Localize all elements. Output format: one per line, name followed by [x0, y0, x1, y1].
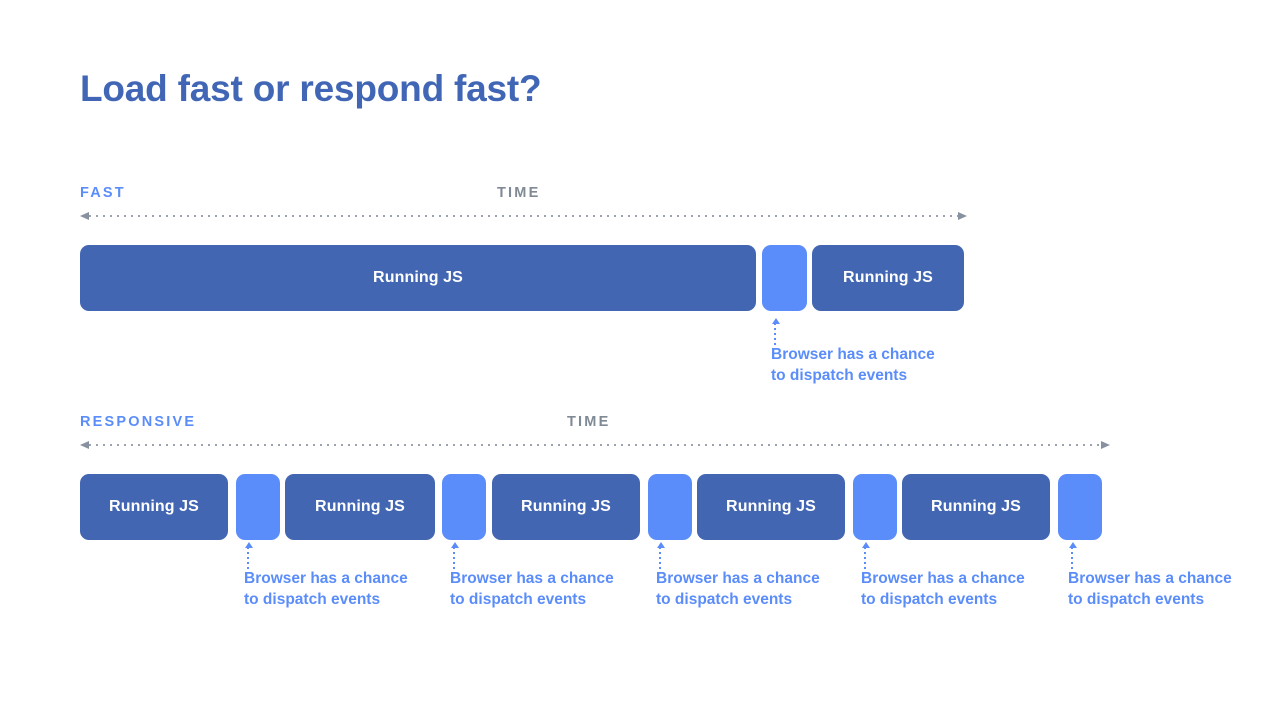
- axis-dotted-line: [89, 215, 958, 217]
- timeline-block-running-js[interactable]: Running JS: [80, 474, 228, 540]
- callout-leader-arrow-icon: [244, 542, 253, 569]
- axis-arrow-right-icon: [958, 212, 967, 220]
- timeline-block-gap[interactable]: [853, 474, 897, 540]
- callout-leader-arrow-icon: [861, 542, 870, 569]
- timeline-block-running-js[interactable]: Running JS: [285, 474, 435, 540]
- callout-text: Browser has a chance to dispatch events: [656, 570, 820, 608]
- callout-text: Browser has a chance to dispatch events: [861, 570, 1025, 608]
- callout-text: Browser has a chance to dispatch events: [771, 346, 935, 384]
- time-axis-fast: [80, 212, 967, 221]
- axis-arrow-left-icon: [80, 212, 89, 220]
- section-time-label-fast: TIME: [497, 185, 541, 201]
- callout-leader-arrow-icon: [1068, 542, 1077, 569]
- timeline-block-running-js[interactable]: Running JS: [492, 474, 640, 540]
- axis-arrow-left-icon: [80, 441, 89, 449]
- page-title: Load fast or respond fast?: [80, 68, 542, 109]
- section-time-label-responsive: TIME: [567, 414, 611, 430]
- section-state-label-fast: FAST: [80, 185, 126, 201]
- timeline-block-gap[interactable]: [1058, 474, 1102, 540]
- timeline-block-running-js[interactable]: Running JS: [812, 245, 964, 311]
- timeline-block-running-js[interactable]: Running JS: [902, 474, 1050, 540]
- timeline-block-gap[interactable]: [236, 474, 280, 540]
- timeline-block-gap[interactable]: [762, 245, 807, 311]
- timeline-block-running-js[interactable]: Running JS: [697, 474, 845, 540]
- callout-leader-arrow-icon: [656, 542, 665, 569]
- axis-dotted-line: [89, 444, 1101, 446]
- timeline-block-running-js[interactable]: Running JS: [80, 245, 756, 311]
- time-axis-responsive: [80, 441, 1110, 450]
- callout-leader-arrow-icon: [771, 318, 780, 345]
- section-state-label-responsive: RESPONSIVE: [80, 414, 197, 430]
- callout-text: Browser has a chance to dispatch events: [1068, 570, 1232, 608]
- timeline-block-gap[interactable]: [442, 474, 486, 540]
- callout-text: Browser has a chance to dispatch events: [450, 570, 614, 608]
- timeline-block-gap[interactable]: [648, 474, 692, 540]
- callout-text: Browser has a chance to dispatch events: [244, 570, 408, 608]
- callout-leader-arrow-icon: [450, 542, 459, 569]
- axis-arrow-right-icon: [1101, 441, 1110, 449]
